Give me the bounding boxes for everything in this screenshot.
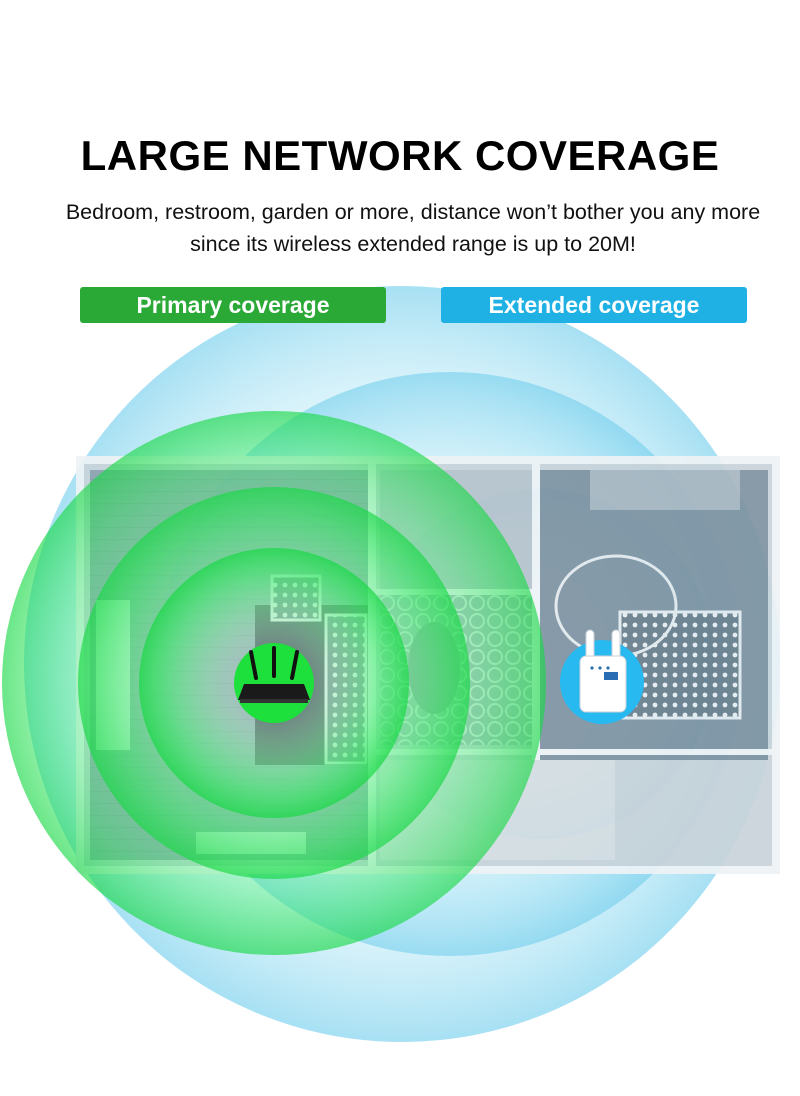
wifi-extender-icon	[560, 629, 644, 724]
extended-coverage-badge: Extended coverage	[441, 287, 747, 323]
page-subtitle: Bedroom, restroom, garden or more, dista…	[65, 200, 761, 256]
page-title: LARGE NETWORK COVERAGE	[80, 132, 720, 179]
router-icon	[234, 643, 314, 723]
primary-coverage-badge: Primary coverage	[80, 287, 386, 323]
wardrobe	[590, 470, 740, 510]
